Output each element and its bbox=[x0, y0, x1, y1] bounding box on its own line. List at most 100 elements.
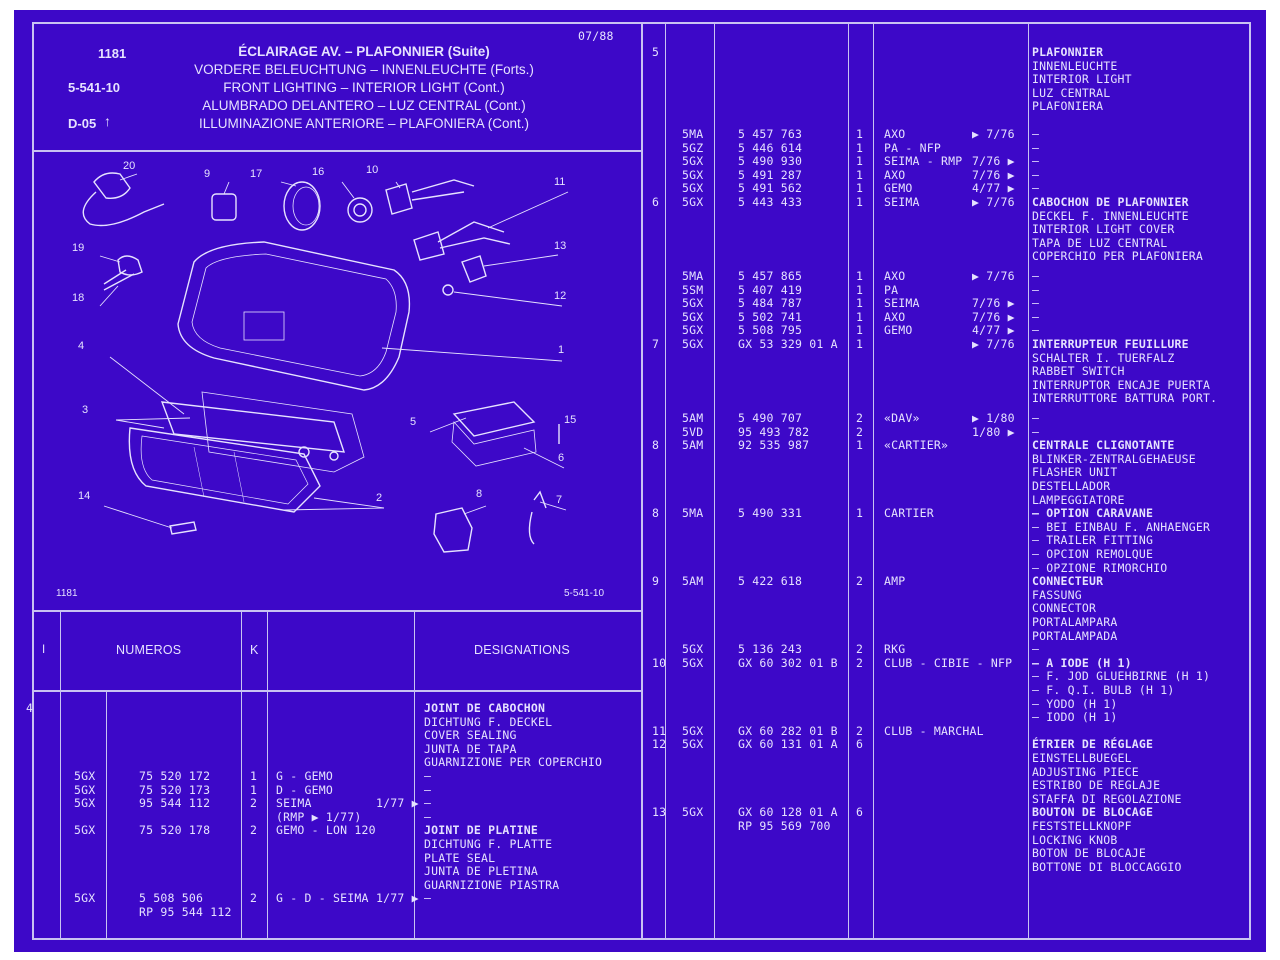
diagram-footer-right: 5-541-10 bbox=[564, 588, 605, 599]
left-row-desig: DICHTUNG F. DECKEL bbox=[424, 714, 553, 729]
right-row-k: 1 bbox=[856, 195, 864, 209]
right-row-app: AXO bbox=[884, 167, 906, 182]
right-row-desig: FASSUNG bbox=[1032, 587, 1082, 602]
col-line-app bbox=[414, 610, 415, 940]
title-it: ILLUMINAZIONE ANTERIORE – PLAFONIERA (Co… bbox=[198, 116, 530, 131]
right-row-desig: PORTALAMPADA bbox=[1032, 628, 1118, 643]
right-row-app: SEIMA bbox=[884, 195, 920, 209]
right-row-i: 8 bbox=[652, 506, 660, 521]
right-row-k: 2 bbox=[856, 642, 864, 657]
right-row-code: 5AM bbox=[682, 574, 704, 589]
right-row-k: 1 bbox=[856, 269, 864, 283]
r-col-line-k bbox=[873, 22, 874, 940]
right-row-app: SEIMA - RMP bbox=[884, 154, 963, 169]
right-row-app: AXO bbox=[884, 127, 906, 141]
left-row-i: 4 bbox=[26, 701, 34, 715]
left-row-num: 5 508 506 bbox=[139, 891, 204, 906]
page-number: 1181 bbox=[98, 46, 127, 61]
right-row-desig: – bbox=[1032, 127, 1040, 141]
header-divider bbox=[32, 150, 642, 152]
right-row-desig: – OPTION CARAVANE bbox=[1032, 506, 1154, 521]
left-row-date: 1/77 ▶ bbox=[376, 891, 419, 906]
right-row-date: ▶ 7/76 bbox=[972, 337, 1015, 351]
left-row-desig: JUNTA DE PLETINA bbox=[424, 864, 538, 879]
right-row-desig: – bbox=[1032, 167, 1040, 182]
right-row-desig: – F. Q.I. BULB (H 1) bbox=[1032, 683, 1175, 697]
right-row-num: 5 484 787 bbox=[738, 296, 803, 311]
right-row-code: 5GX bbox=[682, 737, 704, 752]
right-row-code: 5GX bbox=[682, 655, 704, 670]
right-row-desig: BLINKER-ZENTRALGEHAEUSE bbox=[1032, 451, 1196, 466]
left-row-desig: JOINT DE CABOCHON bbox=[424, 701, 546, 715]
col-header-designations: DESIGNATIONS bbox=[474, 643, 570, 657]
right-row-code: 5GX bbox=[682, 642, 704, 657]
callout-16: 16 bbox=[312, 166, 325, 178]
right-row-desig: SCHALTER I. TUERFALZ bbox=[1032, 350, 1175, 365]
right-row-desig: RABBET SWITCH bbox=[1032, 364, 1125, 379]
callout-1: 1 bbox=[558, 344, 565, 356]
right-row-desig: ADJUSTING PIECE bbox=[1032, 764, 1139, 779]
right-row-desig: – bbox=[1032, 269, 1040, 283]
r-col-line-code bbox=[714, 22, 715, 940]
callout-12: 12 bbox=[554, 290, 567, 302]
right-row-num: 5 443 433 bbox=[738, 195, 803, 209]
up-arrow-icon: ↑ bbox=[104, 113, 111, 129]
callout-13: 13 bbox=[554, 240, 567, 252]
right-row-app: «DAV» bbox=[884, 411, 920, 425]
title-en: FRONT LIGHTING – INTERIOR LIGHT (Cont.) bbox=[223, 80, 505, 95]
right-row-num: 5 407 419 bbox=[738, 282, 803, 297]
right-row-app: «CARTIER» bbox=[884, 438, 949, 453]
right-row-code: 5GX bbox=[682, 309, 704, 324]
right-row-i: 9 bbox=[652, 574, 660, 589]
right-row-num: 5 457 763 bbox=[738, 127, 803, 141]
right-row-desig: EINSTELLBUEGEL bbox=[1032, 751, 1132, 765]
left-row-code: 5GX bbox=[74, 823, 96, 838]
right-row-desig: LAMPEGGIATORE bbox=[1032, 492, 1125, 507]
right-row-app: CLUB - CIBIE - NFP bbox=[884, 655, 1013, 670]
right-row-code: 5SM bbox=[682, 282, 704, 297]
r-col-line-num bbox=[848, 22, 849, 940]
right-row-num: 5 422 618 bbox=[738, 574, 803, 589]
right-row-date: ▶ 7/76 bbox=[972, 127, 1015, 141]
callout-2: 2 bbox=[376, 492, 383, 504]
right-row-app: GEMO bbox=[884, 323, 913, 338]
date-stamp: 07/88 bbox=[578, 29, 614, 43]
right-row-i: 12 bbox=[652, 737, 667, 752]
left-row-app: D - GEMO bbox=[276, 782, 333, 797]
right-row-desig: INTERIOR LIGHT bbox=[1032, 72, 1132, 87]
right-row-desig: CABOCHON DE PLAFONNIER bbox=[1032, 195, 1189, 209]
right-row-num: 5 490 707 bbox=[738, 411, 803, 425]
right-row-app: PA - NFP bbox=[884, 140, 941, 155]
right-row-app: AXO bbox=[884, 309, 906, 324]
callout-7: 7 bbox=[556, 494, 563, 506]
callout-14: 14 bbox=[78, 490, 91, 502]
right-row-i: 10 bbox=[652, 655, 667, 670]
right-row-app: CARTIER bbox=[884, 506, 934, 521]
callout-9: 9 bbox=[204, 168, 211, 180]
right-row-desig: STAFFA DI REGOLAZIONE bbox=[1032, 791, 1182, 806]
right-row-desig: – OPCION REMOLQUE bbox=[1032, 547, 1154, 561]
left-row-app: G - GEMO bbox=[276, 769, 333, 783]
right-row-k: 2 bbox=[856, 424, 864, 439]
right-row-desig: DECKEL F. INNENLEUCHTE bbox=[1032, 208, 1189, 223]
left-row-k: 2 bbox=[250, 796, 258, 811]
left-row-app: G - D - SEIMA bbox=[276, 891, 369, 906]
right-row-app: PA bbox=[884, 282, 899, 297]
page-split-line bbox=[641, 22, 643, 940]
right-row-k: 1 bbox=[856, 127, 864, 141]
right-row-k: 1 bbox=[856, 438, 864, 453]
right-row-desig: TAPA DE LUZ CENTRAL bbox=[1032, 235, 1168, 250]
right-row-k: 2 bbox=[856, 574, 864, 589]
right-row-k: 1 bbox=[856, 309, 864, 324]
right-row-k: 2 bbox=[856, 411, 864, 425]
right-row-code: 5AM bbox=[682, 411, 704, 425]
right-row-num: 5 502 741 bbox=[738, 309, 803, 324]
right-row-date: 7/76 ▶ bbox=[972, 296, 1015, 311]
right-row-num: 5 491 287 bbox=[738, 167, 803, 182]
right-row-i: 7 bbox=[652, 337, 660, 351]
right-row-num: 5 508 795 bbox=[738, 323, 803, 338]
left-row-app: GEMO - LON 120 bbox=[276, 823, 376, 838]
left-row-desig: JUNTA DE TAPA bbox=[424, 741, 517, 756]
right-row-num: GX 60 128 01 A bbox=[738, 805, 838, 820]
right-row-k: 1 bbox=[856, 181, 864, 196]
